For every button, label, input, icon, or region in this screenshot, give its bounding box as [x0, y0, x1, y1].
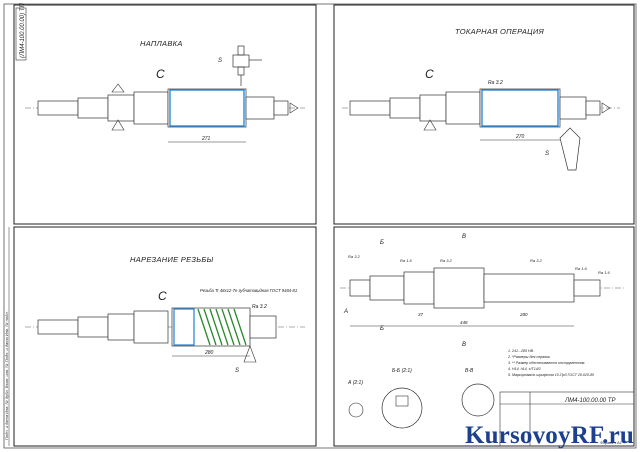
view-vv-label: В-В [465, 368, 474, 374]
chuck-symbol: C [156, 67, 165, 81]
view-vv [461, 383, 495, 417]
view-a-label: А (2:1) [347, 380, 363, 386]
section-v-top: В [462, 234, 466, 240]
left-strip-text: Подп. и дата Инв. № дубл. Взам. инв. № П… [4, 311, 9, 440]
cutter-icon [559, 127, 581, 171]
section-v-bottom: В [462, 342, 466, 348]
dim-surfacing: 271 [201, 136, 211, 142]
svg-text:S: S [545, 151, 549, 157]
view-bb [381, 387, 423, 429]
svg-text:Ra 3.2: Ra 3.2 [348, 254, 361, 259]
tool-feed-label: S [218, 58, 222, 64]
svg-text:280: 280 [204, 350, 214, 356]
svg-text:Ra 1.6: Ra 1.6 [400, 258, 413, 263]
svg-text:Ra 1.6: Ra 1.6 [575, 266, 588, 271]
svg-text:Ra 1.6: Ra 1.6 [598, 270, 611, 275]
watermark-logo: KursovoyRF.ru [464, 422, 634, 449]
thread-note: Резьба Tr 48х12-7е зубчатовидная ГОСТ 94… [200, 288, 297, 293]
section-b-top: Б [380, 240, 384, 246]
thread-profile [197, 308, 247, 346]
shaft-turning [342, 88, 620, 128]
thread-cutter-icon [243, 345, 257, 363]
note-3: 3. ** Размер обеспечивается инструментом… [508, 361, 585, 365]
caption-threading: НАРЕЗАНИЕ РЕЗЬБЫ [130, 255, 214, 264]
frame-turning [333, 4, 635, 225]
rough-turning: Ra 3.2 [488, 80, 503, 86]
torch-icon [232, 45, 262, 86]
shaft-drawing [340, 267, 625, 309]
turned-surface [481, 89, 559, 127]
surfacing-layer [169, 89, 245, 127]
svg-text:S: S [235, 368, 239, 374]
outer-frame [3, 3, 637, 449]
svg-text:280: 280 [519, 312, 528, 317]
center-icon [289, 102, 299, 114]
dim-total: 448 [460, 320, 468, 325]
note-1: 1. 241...285 НВ. [508, 349, 534, 353]
caption-turning: ТОКАРНАЯ ОПЕРАЦИЯ [455, 27, 545, 36]
svg-text:37: 37 [418, 312, 424, 317]
view-bb-label: Б-Б (2:1) [392, 368, 412, 374]
frame-surfacing [13, 4, 317, 225]
frame-drawing [333, 226, 635, 447]
note-4: 4. Н14, h14, ±IT14/2 [508, 367, 541, 371]
svg-text:C: C [158, 289, 167, 303]
title-block [499, 391, 635, 447]
frame-threading [13, 226, 317, 447]
section-a: А [343, 309, 348, 315]
svg-text:C: C [425, 67, 434, 81]
title-block-code: ЛМ4-100.00.00 ТР [564, 398, 615, 404]
stamp-code: (ЛМ4-100.00.00) ТП [20, 3, 26, 58]
shaft-threading [25, 307, 305, 347]
section-b-bottom: Б [380, 326, 384, 332]
note-5: 5. Маркировать шрифтом 10-Пр3 ГОСТ 26.02… [508, 373, 594, 377]
caption-surfacing: НАПЛАВКА [140, 39, 183, 48]
svg-text:Ra 3.2: Ra 3.2 [252, 304, 267, 310]
support-icon [111, 119, 125, 131]
svg-text:Ra 3.2: Ra 3.2 [440, 258, 453, 263]
svg-text:Ra 3.2: Ra 3.2 [530, 258, 543, 263]
note-2: 2. *Размеры для справок. [507, 355, 551, 359]
shaft-surfacing [25, 88, 305, 128]
svg-text:270: 270 [515, 134, 525, 140]
svg-text:Формат А1: Формат А1 [600, 440, 622, 445]
